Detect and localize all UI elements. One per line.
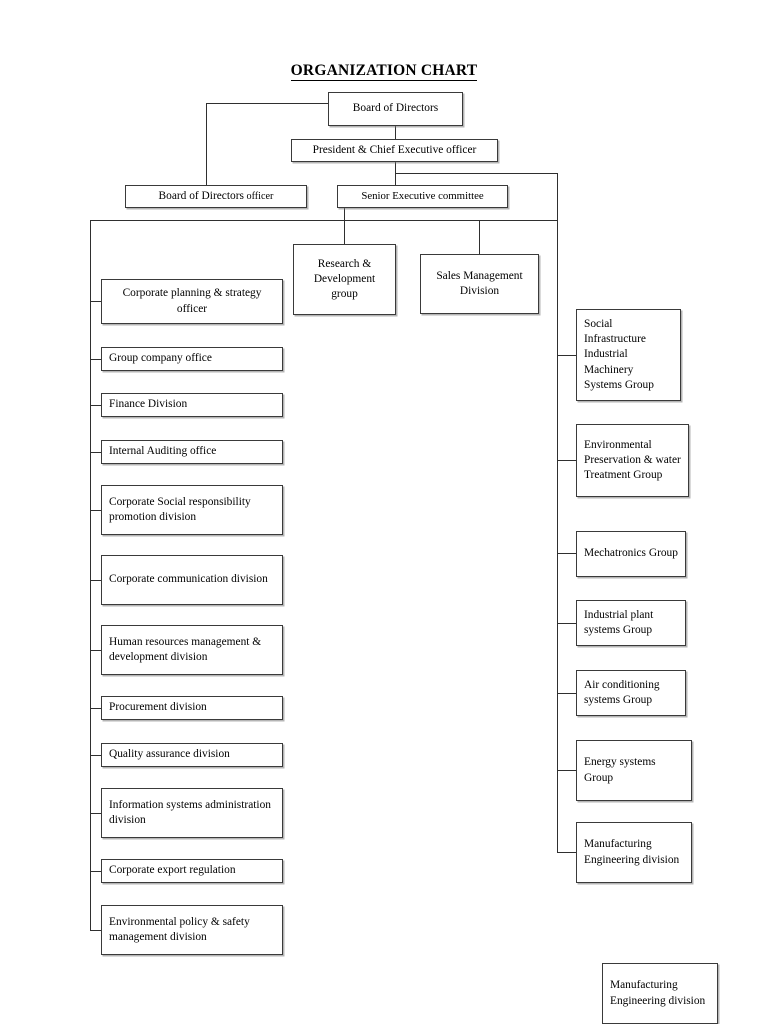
node-left-label-3: Internal Auditing office bbox=[109, 445, 217, 458]
connector-main-bus bbox=[90, 220, 558, 221]
node-left-finance-division[interactable]: Finance Division bbox=[101, 393, 283, 417]
connector-left-stub-2 bbox=[90, 359, 101, 360]
node-board-of-directors-officer-suffix: officer bbox=[246, 190, 274, 202]
connector-left-stub-7 bbox=[90, 650, 101, 651]
node-left-corporate-export-regulation[interactable]: Corporate export regulation bbox=[101, 859, 283, 883]
node-right-environmental-preservation-water-treatment-group[interactable]: Environmental Preservation & water Treat… bbox=[576, 424, 689, 497]
node-research-development-group[interactable]: Research & Development group bbox=[293, 244, 396, 315]
node-board-of-directors-label: Board of Directors bbox=[352, 102, 439, 115]
node-research-development-group-label: Research & Development group bbox=[313, 257, 376, 301]
node-right-label-0: Social Infrastructure Industrial Machine… bbox=[584, 318, 654, 391]
node-president-ceo[interactable]: President & Chief Executive officer bbox=[291, 139, 498, 162]
node-left-label-10: Corporate export regulation bbox=[109, 864, 236, 877]
node-left-internal-auditing-office[interactable]: Internal Auditing office bbox=[101, 440, 283, 464]
node-board-of-directors-officer-main: Board of Directors bbox=[158, 189, 244, 202]
node-senior-executive-committee-label: Senior Executive committee bbox=[361, 190, 484, 203]
connector-bus-to-research-development bbox=[344, 220, 345, 244]
connector-president-to-senior-committee bbox=[395, 173, 396, 185]
node-right-label-6: Manufacturing Engineering division bbox=[584, 838, 680, 866]
connector-right-stub-2 bbox=[557, 460, 576, 461]
node-board-of-directors[interactable]: Board of Directors bbox=[328, 92, 463, 126]
node-right-manufacturing-engineering-division[interactable]: Manufacturing Engineering division bbox=[576, 822, 692, 883]
node-left-group-company-office[interactable]: Group company office bbox=[101, 347, 283, 371]
connector-bus-to-sales-management bbox=[479, 220, 480, 254]
node-right-label-2: Mechatronics Group bbox=[584, 547, 678, 560]
connector-board-left-vertical bbox=[206, 103, 207, 185]
node-right-label-4: Air conditioning systems Group bbox=[584, 678, 660, 706]
connector-board-to-president bbox=[395, 126, 396, 140]
connector-left-stub-5 bbox=[90, 510, 101, 511]
node-right-air-conditioning-systems-group[interactable]: Air conditioning systems Group bbox=[576, 670, 686, 716]
node-left-procurement-division[interactable]: Procurement division bbox=[101, 696, 283, 720]
connector-board-left-horizontal bbox=[206, 103, 328, 104]
node-right-energy-systems-group[interactable]: Energy systems Group bbox=[576, 740, 692, 801]
connector-right-branch-down bbox=[557, 173, 558, 220]
connector-right-stub-4 bbox=[557, 623, 576, 624]
node-right-label-3: Industrial plant systems Group bbox=[584, 608, 654, 636]
node-left-corporate-communication-division[interactable]: Corporate communication division bbox=[101, 555, 283, 605]
connector-president-down bbox=[395, 161, 396, 173]
connector-right-stub-5 bbox=[557, 693, 576, 694]
node-left-information-systems-administration-division[interactable]: Information systems administration divis… bbox=[101, 788, 283, 838]
connector-left-stub-8 bbox=[90, 708, 101, 709]
connector-left-stub-3 bbox=[90, 405, 101, 406]
connector-left-stub-11 bbox=[90, 871, 101, 872]
node-right-label-1: Environmental Preservation & water Treat… bbox=[584, 438, 681, 482]
node-right-mechatronics-group[interactable]: Mechatronics Group bbox=[576, 531, 686, 577]
connector-senior-committee-down bbox=[344, 208, 345, 220]
node-left-label-1: Group company office bbox=[109, 352, 212, 365]
connector-left-spine bbox=[90, 220, 91, 930]
node-detached-manufacturing-engineering-division-label: Manufacturing Engineering division bbox=[610, 979, 706, 1007]
node-left-environmental-policy-safety-management-division[interactable]: Environmental policy & safety management… bbox=[101, 905, 283, 955]
node-left-label-9: Information systems administration divis… bbox=[109, 798, 271, 826]
node-left-label-8: Quality assurance division bbox=[109, 748, 230, 761]
connector-right-stub-3 bbox=[557, 553, 576, 554]
node-president-ceo-label: President & Chief Executive officer bbox=[312, 143, 477, 156]
node-right-label-5: Energy systems Group bbox=[584, 756, 656, 784]
connector-left-stub-12 bbox=[90, 930, 101, 931]
node-sales-management-division[interactable]: Sales Management Division bbox=[420, 254, 539, 314]
node-left-label-2: Finance Division bbox=[109, 398, 188, 411]
node-left-human-resources-management-development-division[interactable]: Human resources management & development… bbox=[101, 625, 283, 675]
connector-president-right-horizontal bbox=[395, 173, 557, 174]
connector-left-stub-4 bbox=[90, 452, 101, 453]
node-left-label-11: Environmental policy & safety management… bbox=[109, 915, 250, 943]
connector-right-stub-1 bbox=[557, 355, 576, 356]
node-right-social-infrastructure-industrial-machinery-systems-group[interactable]: Social Infrastructure Industrial Machine… bbox=[576, 309, 681, 401]
node-right-industrial-plant-systems-group[interactable]: Industrial plant systems Group bbox=[576, 600, 686, 646]
node-board-of-directors-officer[interactable]: Board of Directors officer bbox=[125, 185, 307, 208]
connector-left-stub-1 bbox=[90, 301, 101, 302]
node-left-quality-assurance-division[interactable]: Quality assurance division bbox=[101, 743, 283, 767]
node-left-corporate-planning-strategy-officer[interactable]: Corporate planning & strategy officer bbox=[101, 279, 283, 324]
node-left-label-7: Procurement division bbox=[109, 701, 207, 714]
connector-right-stub-6 bbox=[557, 770, 576, 771]
node-left-corporate-social-responsibility-promotion-division[interactable]: Corporate Social responsibility promotio… bbox=[101, 485, 283, 535]
node-sales-management-division-label: Sales Management Division bbox=[436, 269, 523, 297]
node-left-label-0: Corporate planning & strategy officer bbox=[122, 287, 262, 315]
node-board-of-directors-officer-label: Board of Directors officer bbox=[159, 189, 274, 204]
node-detached-manufacturing-engineering-division[interactable]: Manufacturing Engineering division bbox=[602, 963, 718, 1024]
connector-right-stub-7 bbox=[557, 852, 576, 853]
node-left-label-6: Human resources management & development… bbox=[109, 635, 262, 663]
page-title-text: ORGANIZATION CHART bbox=[290, 62, 478, 81]
node-left-label-4: Corporate Social responsibility promotio… bbox=[109, 495, 251, 523]
page-title: ORGANIZATION CHART bbox=[0, 62, 768, 81]
connector-right-spine bbox=[557, 220, 558, 852]
node-left-label-5: Corporate communication division bbox=[109, 573, 268, 586]
connector-left-stub-6 bbox=[90, 580, 101, 581]
connector-left-stub-10 bbox=[90, 813, 101, 814]
node-senior-executive-committee[interactable]: Senior Executive committee bbox=[337, 185, 508, 208]
connector-left-stub-9 bbox=[90, 755, 101, 756]
